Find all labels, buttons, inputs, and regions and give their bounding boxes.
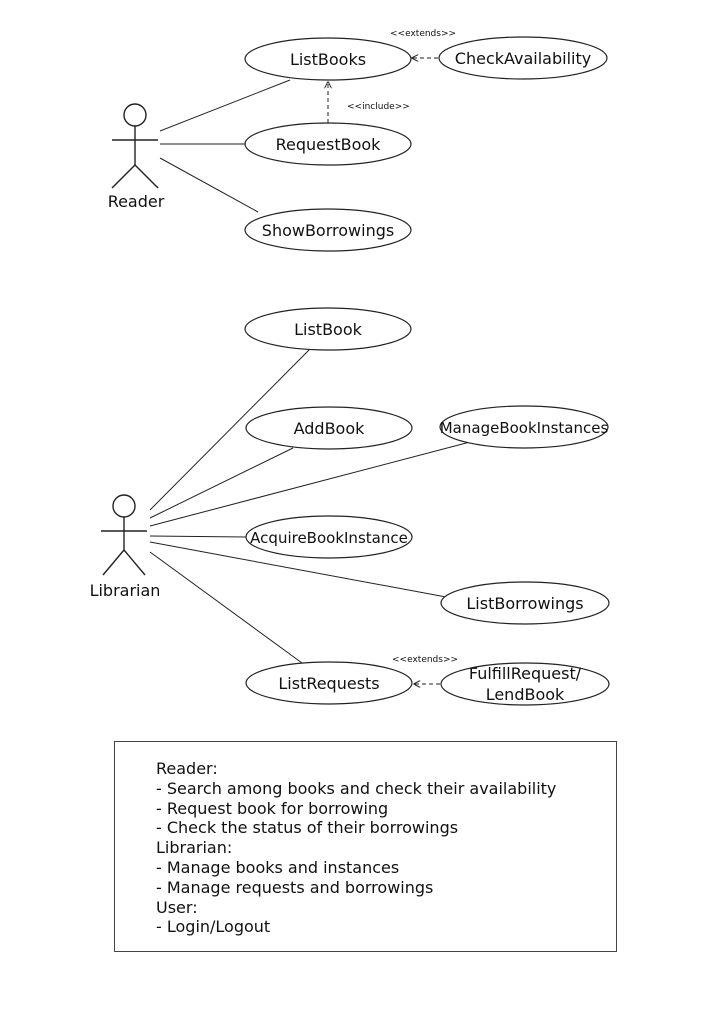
assoc-librarian-listbook [149, 348, 311, 511]
use-case-fulfillrequest-label-line2: LendBook [486, 685, 565, 704]
librarian-actor-label: Librarian [90, 581, 161, 600]
note-line: - Manage requests and borrowings [156, 877, 434, 897]
use-case-showborrowings: ShowBorrowings [244, 208, 412, 252]
note-line: Librarian: [156, 838, 233, 858]
assoc-reader-listbooks [159, 79, 291, 132]
use-case-listbook-label: ListBook [294, 320, 363, 339]
note-line: - Request book for borrowing [156, 798, 389, 818]
use-case-managebookinstances-label: ManageBookInstances [440, 419, 609, 437]
use-case-addbook-label: AddBook [294, 419, 366, 438]
use-case-listbooks-label: ListBooks [290, 50, 366, 69]
use-case-acquirebookinstance: AcquireBookInstance [245, 515, 413, 559]
use-case-fulfillrequest-label-line1: FulfillRequest/ [469, 664, 582, 683]
note-line: - Check the status of their borrowings [156, 818, 459, 838]
note-line: Reader: [156, 759, 218, 778]
reader-actor-label: Reader [108, 192, 165, 211]
note-line: User: [156, 897, 198, 917]
use-case-listborrowings: ListBorrowings [440, 581, 610, 625]
assoc-reader-showborrowings [159, 157, 259, 213]
assoc-librarian-managebookinstances [149, 441, 471, 527]
use-case-listrequests: ListRequests [245, 661, 413, 705]
reader-actor [111, 103, 159, 189]
extends-label-reader: <<extends>> [390, 29, 456, 39]
use-case-listborrowings-label: ListBorrowings [466, 594, 583, 613]
use-case-checkavailability: CheckAvailability [438, 36, 608, 80]
assoc-librarian-listrequests [149, 551, 303, 664]
use-case-diagram: Reader <<include>> <<extends>> ListBooks… [90, 29, 610, 706]
use-case-listbooks: ListBooks [244, 37, 412, 81]
use-case-requestbook: RequestBook [244, 122, 412, 166]
use-case-addbook: AddBook [245, 406, 413, 450]
extends-label-librarian: <<extends>> [392, 655, 458, 665]
use-case-fulfillrequest: FulfillRequest/ LendBook [440, 662, 610, 706]
note-line: - Manage books and instances [156, 857, 400, 877]
use-case-showborrowings-label: ShowBorrowings [262, 221, 394, 240]
use-case-managebookinstances: ManageBookInstances [439, 405, 609, 449]
assoc-librarian-acquirebookinstance [149, 535, 247, 538]
notes-box: Reader: - Search among books and check t… [114, 741, 617, 952]
librarian-actor [101, 494, 147, 576]
use-case-acquirebookinstance-label: AcquireBookInstance [250, 529, 408, 547]
use-case-listbook: ListBook [244, 307, 412, 351]
note-line: - Search among books and check their ava… [156, 778, 557, 798]
use-case-requestbook-label: RequestBook [276, 135, 382, 154]
note-line: - Login/Logout [156, 917, 271, 937]
assoc-librarian-addbook [149, 447, 294, 519]
use-case-checkavailability-label: CheckAvailability [455, 49, 591, 68]
assoc-librarian-listborrowings [149, 541, 447, 598]
include-label: <<include>> [347, 102, 410, 112]
use-case-listrequests-label: ListRequests [278, 674, 379, 693]
